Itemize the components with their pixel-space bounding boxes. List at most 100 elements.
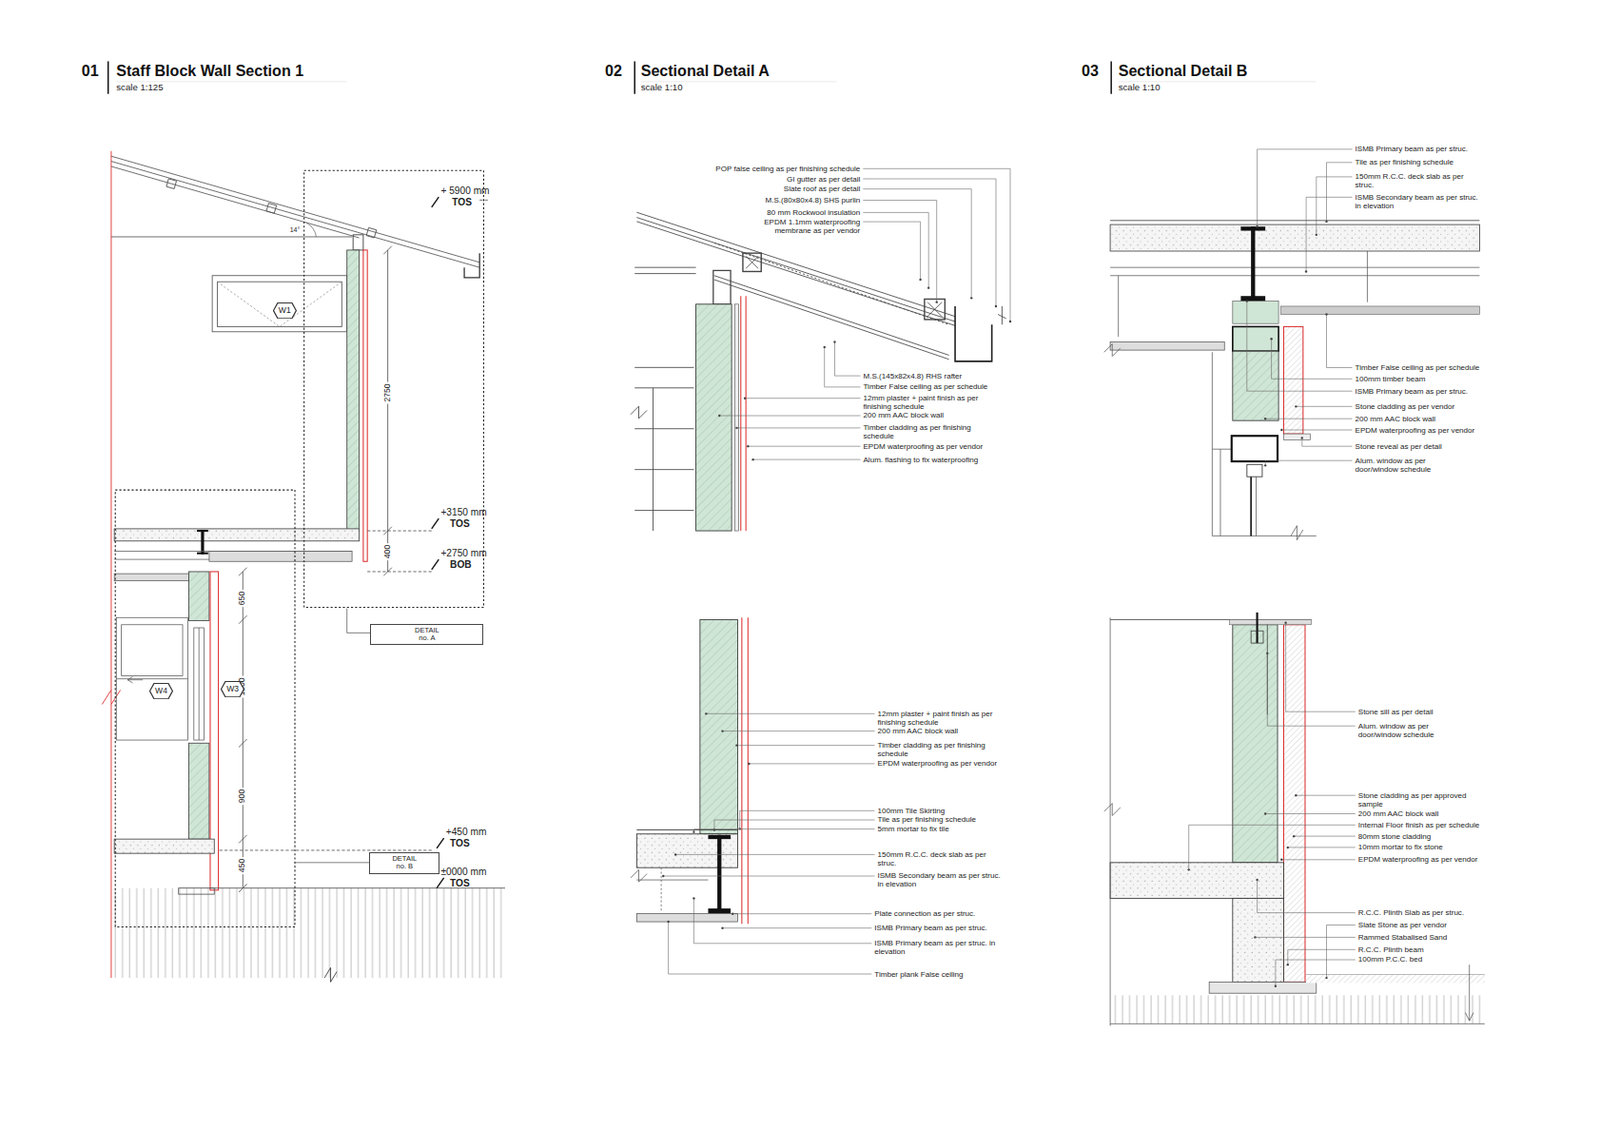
leader-line — [668, 921, 873, 975]
annotation: Tile as per finishing schedule — [878, 815, 976, 824]
annotation: ISMB Secondary beam as per struc. in ele… — [878, 871, 1006, 889]
leader-line — [862, 189, 972, 299]
detail-ref: DETAIL no. A — [410, 626, 444, 644]
leader-line — [1275, 959, 1356, 987]
annotation: EPDM waterproofing as per vendor — [878, 759, 998, 768]
annotation: R.C.C. Plinth Slab as per struc. — [1358, 908, 1464, 918]
annotation: EPDM waterproofing as per vendor — [863, 442, 984, 451]
leader-line — [1326, 314, 1353, 369]
leader-tick — [970, 296, 973, 299]
view-title: Sectional Detail A — [641, 61, 770, 79]
leader-line — [862, 168, 1011, 322]
window-code: W4 — [155, 686, 168, 696]
annotation: Alum. window as per door/window schedule — [1358, 721, 1461, 740]
leader-tick — [1269, 337, 1272, 340]
leader-tick — [751, 458, 754, 461]
window-code: W3 — [226, 684, 239, 694]
annotation: Timber False ceiling as per schedule — [1355, 363, 1481, 372]
annotation: 100mm P.C.C. bed — [1358, 955, 1423, 964]
leader-line — [722, 927, 873, 929]
leader-line — [1326, 925, 1356, 979]
leader-line — [862, 212, 929, 288]
dimension-label: 400 — [383, 542, 393, 560]
dimension-label: 14° — [290, 226, 301, 235]
annotation: Plate connection as per struc. — [874, 909, 976, 918]
leader-line — [748, 762, 875, 764]
dimension-label: scale 1:10 — [641, 82, 683, 94]
leader-line — [722, 730, 876, 732]
leader-line — [1257, 149, 1353, 227]
leader-line — [1306, 196, 1352, 272]
annotation: ISMB Primary beam as per struc. — [1355, 144, 1469, 154]
detail-tag: DETAIL no. A — [370, 624, 484, 646]
dimension-label: +2750 mm — [440, 547, 487, 559]
annotation: ISMB Primary beam as per struc. — [1355, 387, 1469, 396]
annotation: EPDM 1.1mm waterproofing membrane as per… — [758, 217, 860, 235]
leader-tick — [1255, 225, 1258, 228]
annotation: EPDM waterproofing as per vendor — [1358, 855, 1479, 864]
annotation: Internal Floor finish as per schedule — [1358, 820, 1480, 830]
leader-line — [714, 819, 876, 831]
leader-line — [1326, 162, 1353, 222]
dimension-label: 2750 — [383, 382, 393, 405]
leader-line — [1281, 429, 1352, 431]
leader-tick — [1188, 868, 1191, 871]
leader-tick — [692, 897, 695, 899]
leader-line — [1265, 418, 1352, 420]
leader-line — [1247, 301, 1353, 392]
annotation: Alum. flashing to fix waterproofing — [863, 455, 979, 465]
annotation: EPDM waterproofing as per vendor — [1355, 426, 1476, 435]
leader-tick — [1294, 794, 1297, 797]
annotation: Stone cladding as per approved sample — [1358, 791, 1483, 809]
leader-line — [1257, 879, 1356, 914]
annotation: Alum. window as per door/window schedule — [1355, 456, 1458, 474]
detail-ref: DETAIL no. B — [388, 855, 421, 872]
annotation: 200 mm AAC block wall — [1355, 414, 1437, 424]
dimension-label: TOS — [449, 838, 470, 849]
leader-tick — [1009, 320, 1012, 323]
dimension-label: 450 — [238, 857, 249, 875]
leader-tick — [704, 712, 707, 715]
annotation: Timber False ceiling as per schedule — [863, 382, 989, 391]
leader-line — [732, 913, 872, 915]
view-title: Staff Block Wall Section 1 — [116, 61, 304, 79]
leader-tick — [927, 286, 930, 289]
leader-line — [1287, 846, 1356, 848]
leader-line — [1265, 813, 1356, 815]
leader-tick — [747, 762, 750, 765]
annotation: M.S.(80x80x4.8) SHS purlin — [765, 195, 861, 205]
leader-line — [1267, 653, 1356, 726]
annotation: 200 mm AAC block wall — [1358, 809, 1440, 819]
leader-line — [1265, 460, 1352, 466]
annotation: 10mm mortar to fix stone — [1358, 842, 1444, 852]
dimension-label: 900 — [238, 787, 249, 805]
leader-line — [705, 713, 875, 715]
leader-line — [862, 200, 937, 303]
annotation: 12mm plaster + paint finish as per finis… — [878, 709, 1001, 727]
leader-line — [719, 415, 860, 417]
annotation: Slate roof as per detail — [783, 184, 861, 194]
dimension-label: BOB — [449, 559, 472, 570]
leader-line — [744, 397, 860, 399]
leader-line — [1271, 338, 1353, 379]
dimension-label: +3150 mm — [440, 507, 487, 518]
annotation: Stone reveal as per detail — [1355, 442, 1443, 451]
leader-line — [737, 427, 861, 429]
annotation: GI gutter as per detail — [786, 175, 860, 184]
dimension-label: scale 1:125 — [116, 82, 163, 94]
leader-tick — [1287, 846, 1289, 849]
annotation: 200 mm AAC block wall — [878, 726, 959, 736]
annotation: Timber cladding as per finishing schedul… — [878, 741, 1003, 759]
annotation: 5mm mortar to fix tile — [878, 824, 950, 834]
annotation: Timber plank False ceiling — [874, 970, 963, 979]
leader-line — [1295, 795, 1356, 797]
annotation: Stone sill as per detail — [1358, 707, 1434, 717]
window-tag: W1 — [273, 302, 297, 319]
leader-tick — [662, 875, 664, 878]
leader-line — [824, 347, 861, 388]
hexagon-shape — [273, 302, 296, 318]
leader-line — [663, 876, 875, 878]
leader-tick — [1325, 220, 1327, 223]
leader-tick — [833, 340, 836, 343]
